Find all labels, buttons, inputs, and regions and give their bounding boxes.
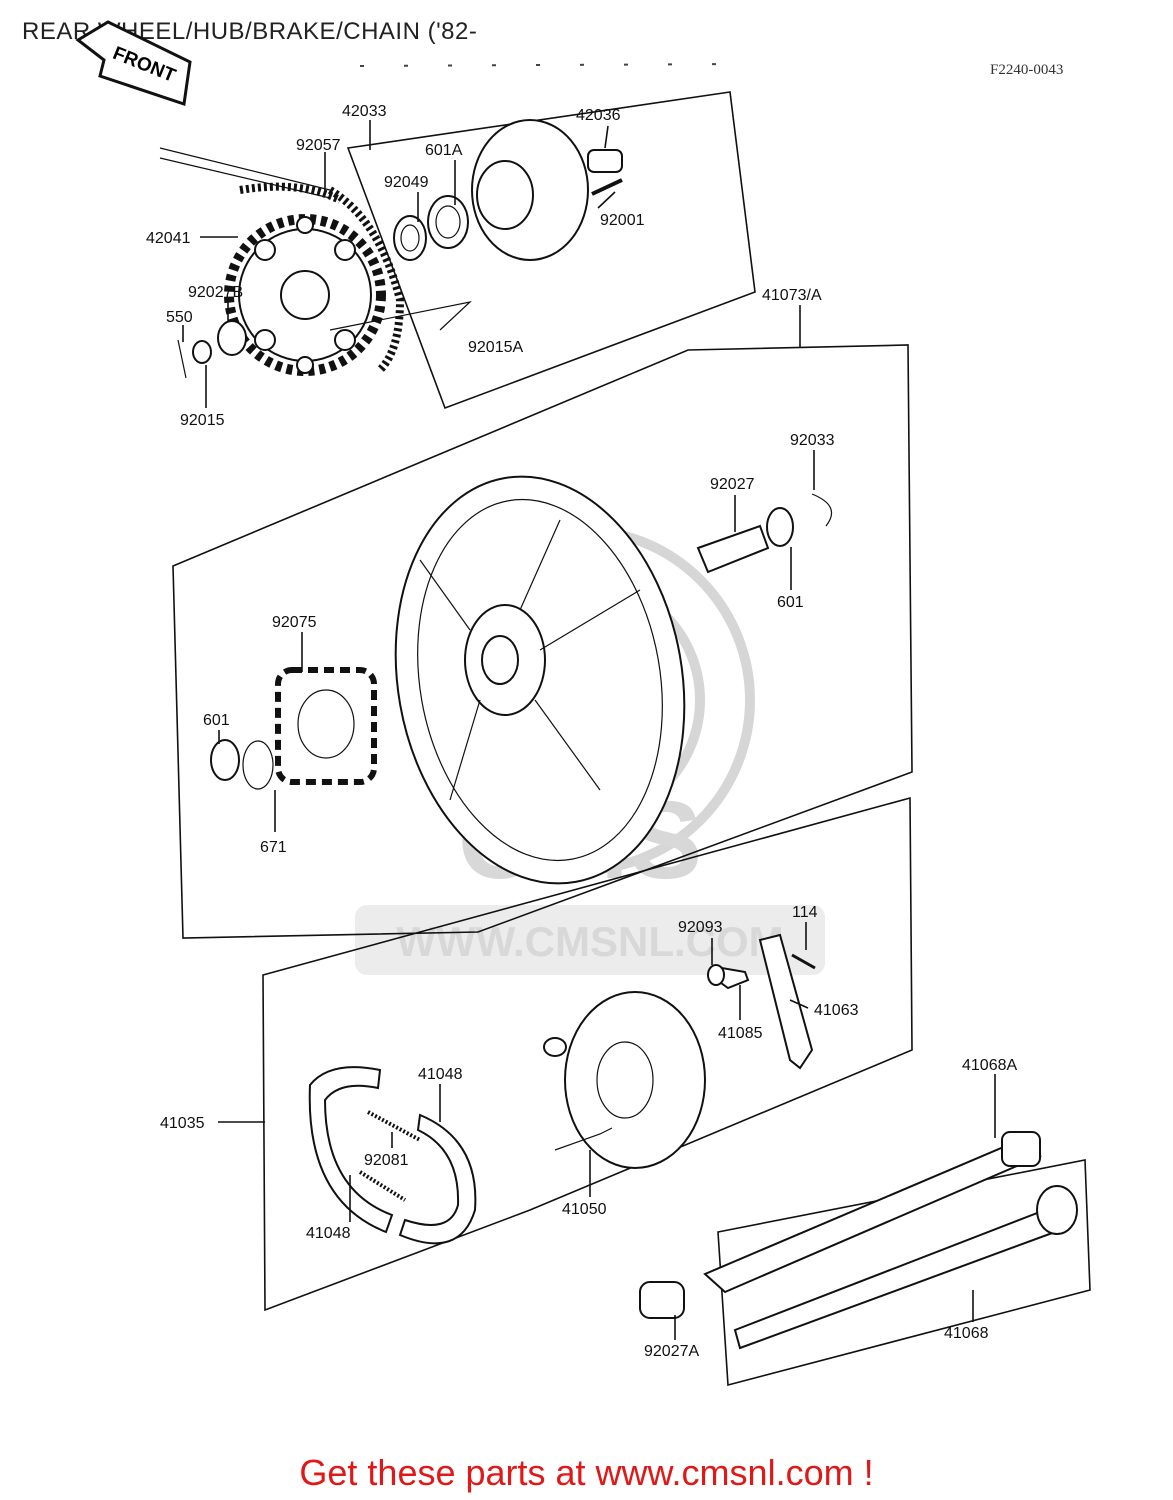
part-label-92081: 92081 <box>364 1152 409 1169</box>
brake-panel <box>543 933 816 1169</box>
part-label-92057: 92057 <box>296 137 341 154</box>
part-label-114: 114 <box>792 904 818 921</box>
brake-group-outline <box>262 796 913 1312</box>
part-label-92093: 92093 <box>678 919 723 936</box>
part-label-92015: 92015 <box>180 412 225 429</box>
part-label-92075: 92075 <box>272 614 317 631</box>
part-label-92015A: 92015A <box>468 339 523 356</box>
top-guide-line <box>359 63 736 67</box>
cast-rear-wheel <box>394 475 686 885</box>
part-label-92033: 92033 <box>790 432 835 449</box>
part-label-601-wheel-right: 601 <box>777 594 804 611</box>
part-label-92027B: 92027B <box>188 284 243 301</box>
part-label-550: 550 <box>166 309 193 326</box>
parts-promo-link[interactable]: Get these parts at www.cmsnl.com ! <box>299 1452 874 1493</box>
diagram-reference-code: F2240-0043 <box>990 62 1064 78</box>
drive-chain <box>159 147 405 373</box>
sprocket-hub-carrier <box>393 119 623 261</box>
part-label-41073A: 41073/A <box>762 287 822 304</box>
part-label-41048-bottom: 41048 <box>306 1225 351 1242</box>
watermark-url: WWW.CMSNL.COM <box>396 918 783 965</box>
part-label-41068: 41068 <box>944 1325 989 1342</box>
part-label-41068A: 41068A <box>962 1057 1017 1074</box>
part-label-92001: 92001 <box>600 212 645 229</box>
wheel-bearing-parts <box>210 493 833 790</box>
part-label-601A: 601A <box>425 142 463 159</box>
part-label-41048-top: 41048 <box>418 1066 463 1083</box>
part-number-labels: 42033 42036 92057 601A 92049 92001 42041… <box>146 103 1017 1360</box>
brake-shoes <box>308 1066 477 1245</box>
wheel-group-outline <box>172 344 913 939</box>
part-label-671: 671 <box>260 839 287 856</box>
part-label-42033: 42033 <box>342 103 387 120</box>
front-direction-arrow: FRONT <box>75 20 192 106</box>
part-label-92027A: 92027A <box>644 1343 699 1360</box>
part-label-42041: 42041 <box>146 230 191 247</box>
part-label-92049: 92049 <box>384 174 429 191</box>
part-label-42036: 42036 <box>576 107 621 124</box>
rear-axle <box>639 1131 1078 1350</box>
sprocket-fasteners <box>177 300 472 379</box>
part-label-41063: 41063 <box>814 1002 859 1019</box>
hub-group-outline <box>346 91 756 410</box>
part-label-41050: 41050 <box>562 1201 607 1218</box>
part-label-41035: 41035 <box>160 1115 205 1132</box>
part-label-92027: 92027 <box>710 476 755 493</box>
part-label-41085: 41085 <box>718 1025 763 1042</box>
label-leader-lines <box>182 120 996 1340</box>
part-label-601-wheel-left: 601 <box>203 712 230 729</box>
rear-sprocket <box>224 214 386 376</box>
